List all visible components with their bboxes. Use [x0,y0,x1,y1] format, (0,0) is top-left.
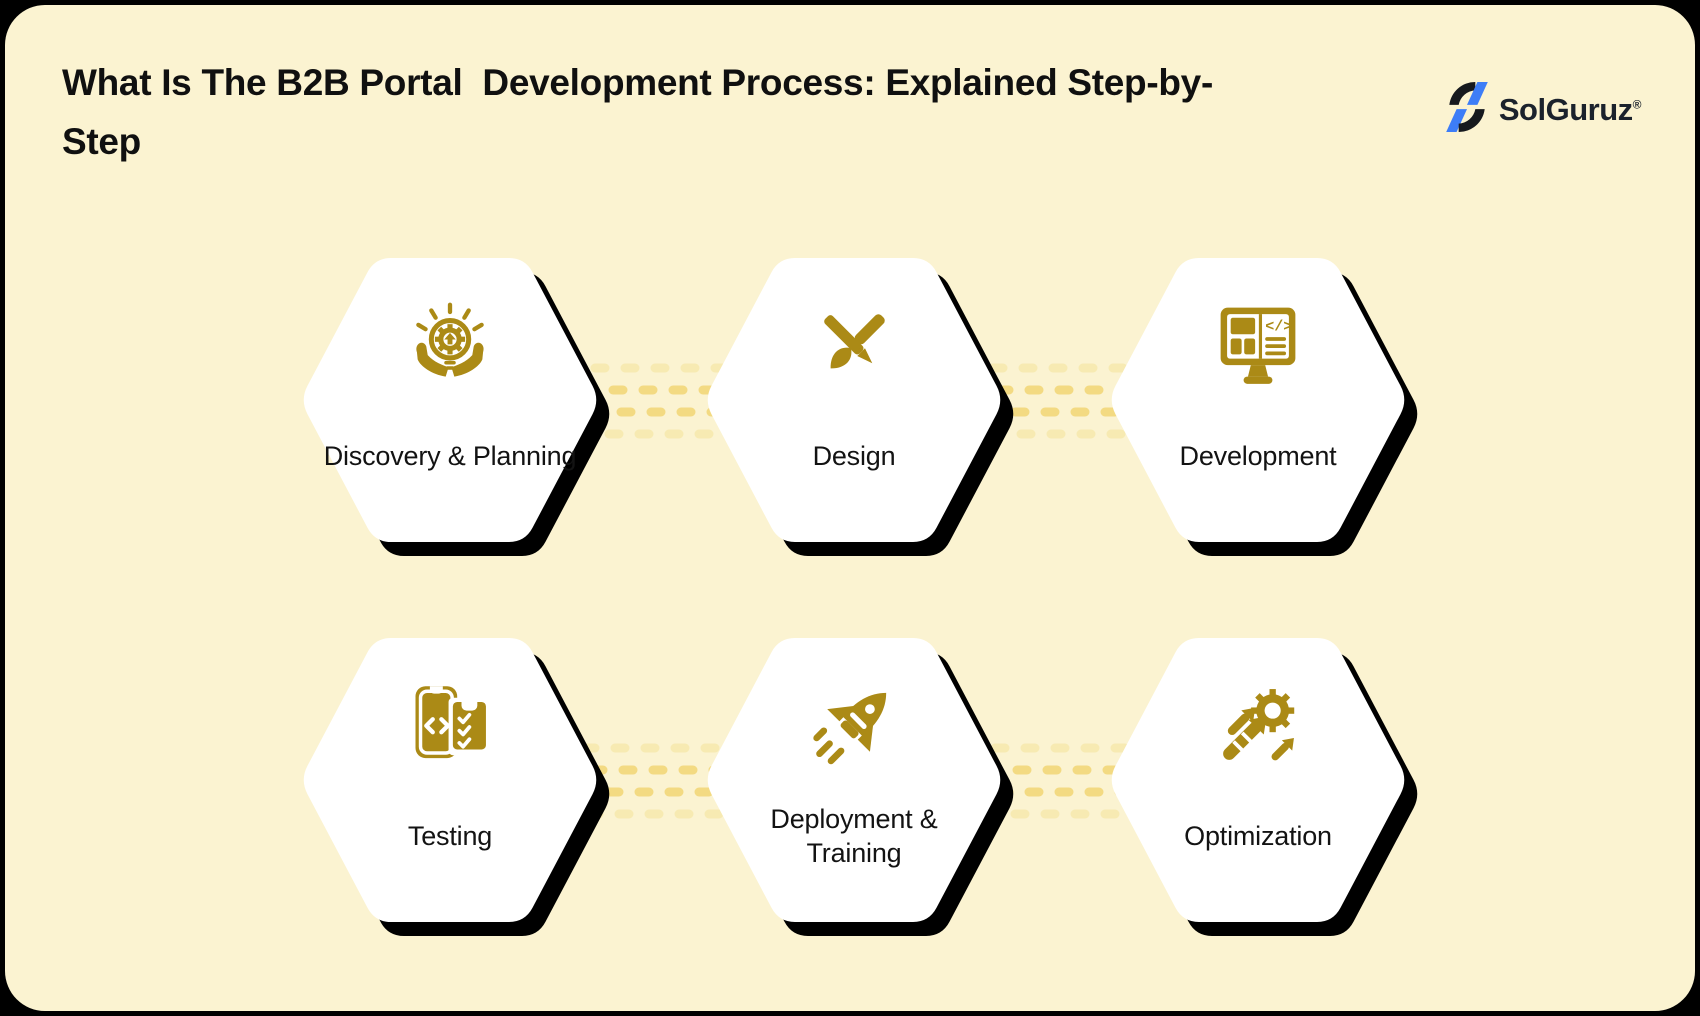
page-title-line1: What Is The B2B Portal Development Proce… [62,62,1213,103]
hands-lightbulb-gear-icon [404,299,496,391]
brush-pencil-cross-icon [808,299,900,391]
infographic-panel: What Is The B2B Portal Development Proce… [5,5,1695,1011]
hexagon-face [303,258,597,542]
svg-text:</>: </> [1265,318,1292,336]
monitor-code-icon: </> [1212,299,1304,391]
step-label: Testing [407,821,493,851]
step-card-design: Design [704,258,1020,558]
step-label: Optimization [1184,821,1332,851]
page-title-line2: Step [62,121,141,162]
step-label: Design [812,441,896,471]
page-title: What Is The B2B Portal Development Proce… [62,53,1342,171]
step-label: Development [1179,441,1337,471]
brand-logo: SolGuruz® [1444,81,1642,138]
registered-mark: ® [1632,97,1642,112]
solguruz-logo-icon [1444,81,1490,138]
step-card-optimization: Optimization [1108,638,1424,938]
brand-name: SolGuruz® [1498,91,1642,127]
step-card-testing: Testing [300,638,616,938]
phone-checklist-icon [404,679,496,771]
step-label: Deployment & Training [770,804,938,868]
rocket-icon [808,679,900,771]
step-label: Discovery & Planning [323,441,577,471]
step-card-discovery-planning: Discovery & Planning [300,258,616,558]
step-card-development: </> Development [1108,258,1424,558]
gear-arrows-icon [1212,679,1304,771]
step-card-deployment-training: Deployment & Training [704,638,1020,938]
